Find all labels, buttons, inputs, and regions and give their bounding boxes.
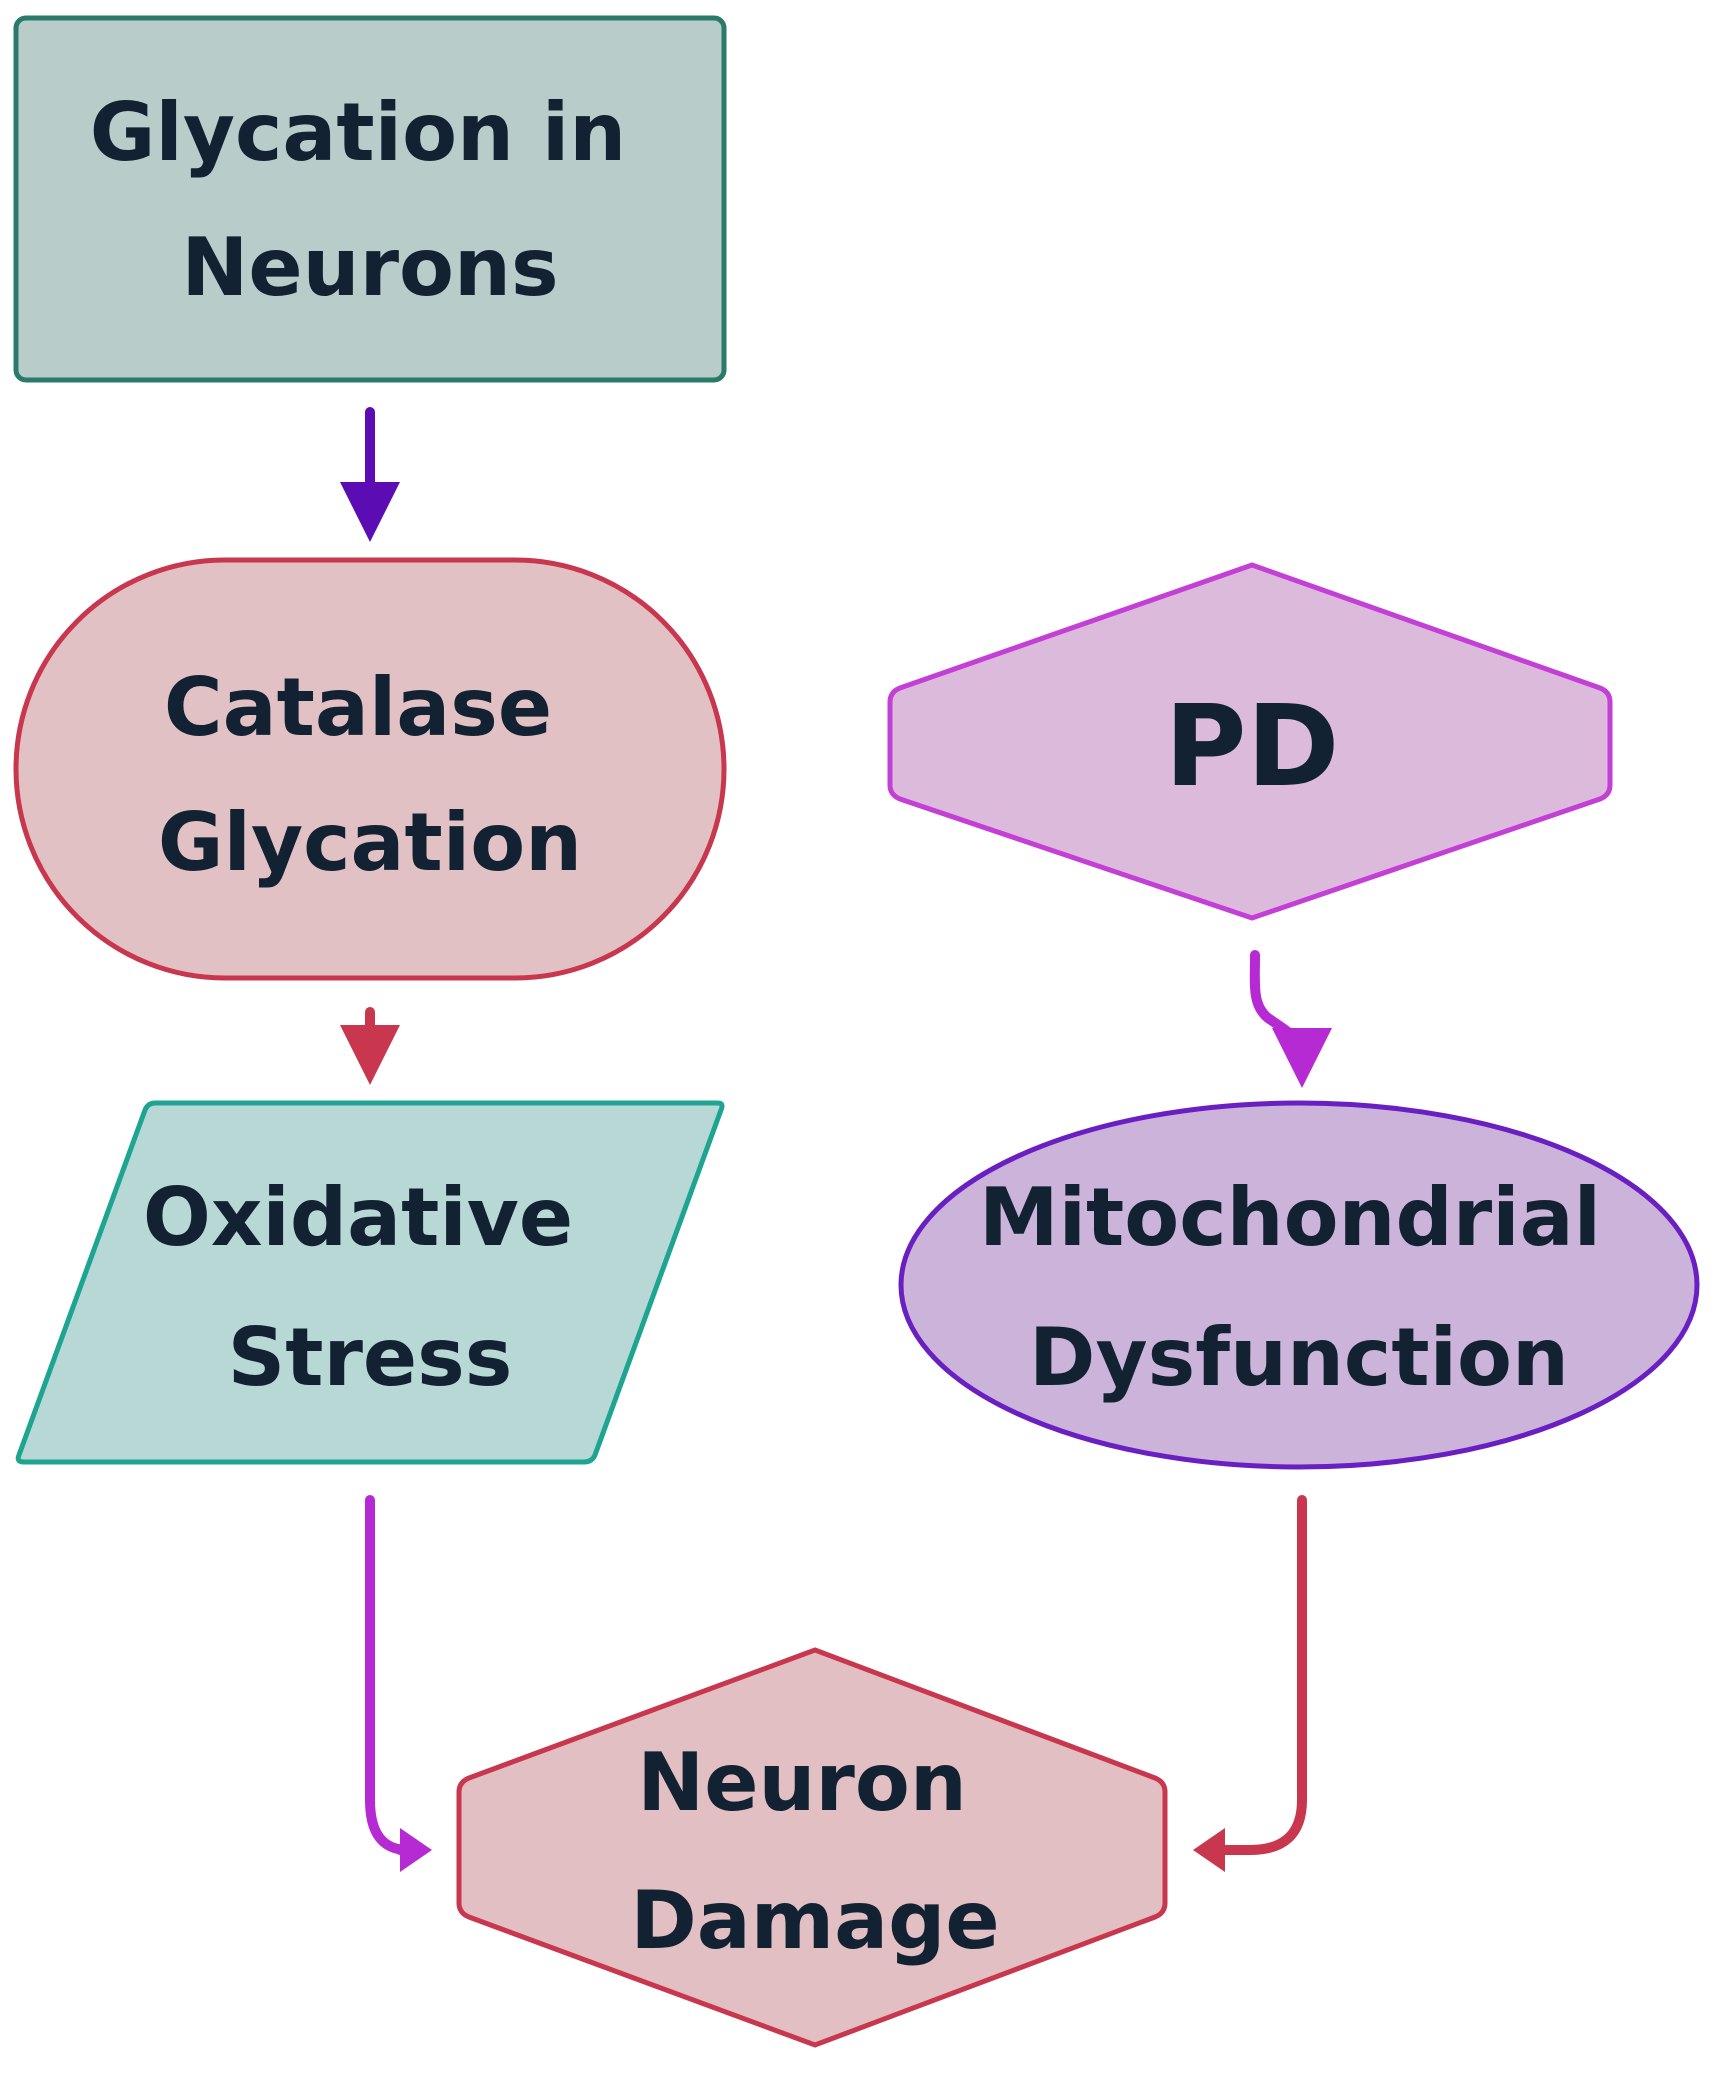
- node-catalase-glycation: Catalase Glycation: [13, 557, 727, 981]
- node-pd-label: PD: [1164, 682, 1339, 812]
- node-mitochondrial-dysfunction: Mitochondrial Dysfunction: [898, 1100, 1700, 1470]
- node-glycation-in-neurons: Glycation in Neurons: [13, 15, 727, 383]
- node-pd: PD: [887, 562, 1613, 921]
- node-catalase-glycation-line1: Catalase: [164, 661, 552, 754]
- node-mitochondrial-dysfunction-line2: Dysfunction: [1029, 1311, 1569, 1404]
- arrow-oxidative-to-damage: [365, 1495, 409, 1855]
- arrowhead-mitochondrial-to-damage: [1193, 1828, 1225, 1872]
- arrow-mitochondrial-to-damage: [1220, 1495, 1307, 1855]
- node-mitochondrial-dysfunction-line1: Mitochondrial: [979, 1171, 1601, 1264]
- node-glycation-in-neurons-line2: Neurons: [181, 221, 558, 314]
- node-neuron-damage: Neuron Damage: [456, 1647, 1168, 2048]
- node-oxidative-stress-line2: Stress: [228, 1311, 513, 1404]
- arrow-pd-to-mitochondrial: [1249, 950, 1332, 1088]
- node-neuron-damage-line1: Neuron: [637, 1736, 967, 1829]
- node-oxidative-stress-line1: Oxidative: [143, 1171, 573, 1264]
- node-oxidative-stress: Oxidative Stress: [15, 1100, 725, 1465]
- node-glycation-in-neurons-line1: Glycation in: [90, 86, 626, 179]
- arrowhead-oxidative-to-damage: [400, 1828, 432, 1872]
- node-neuron-damage-line2: Damage: [630, 1874, 999, 1967]
- node-catalase-glycation-line2: Glycation: [158, 796, 582, 889]
